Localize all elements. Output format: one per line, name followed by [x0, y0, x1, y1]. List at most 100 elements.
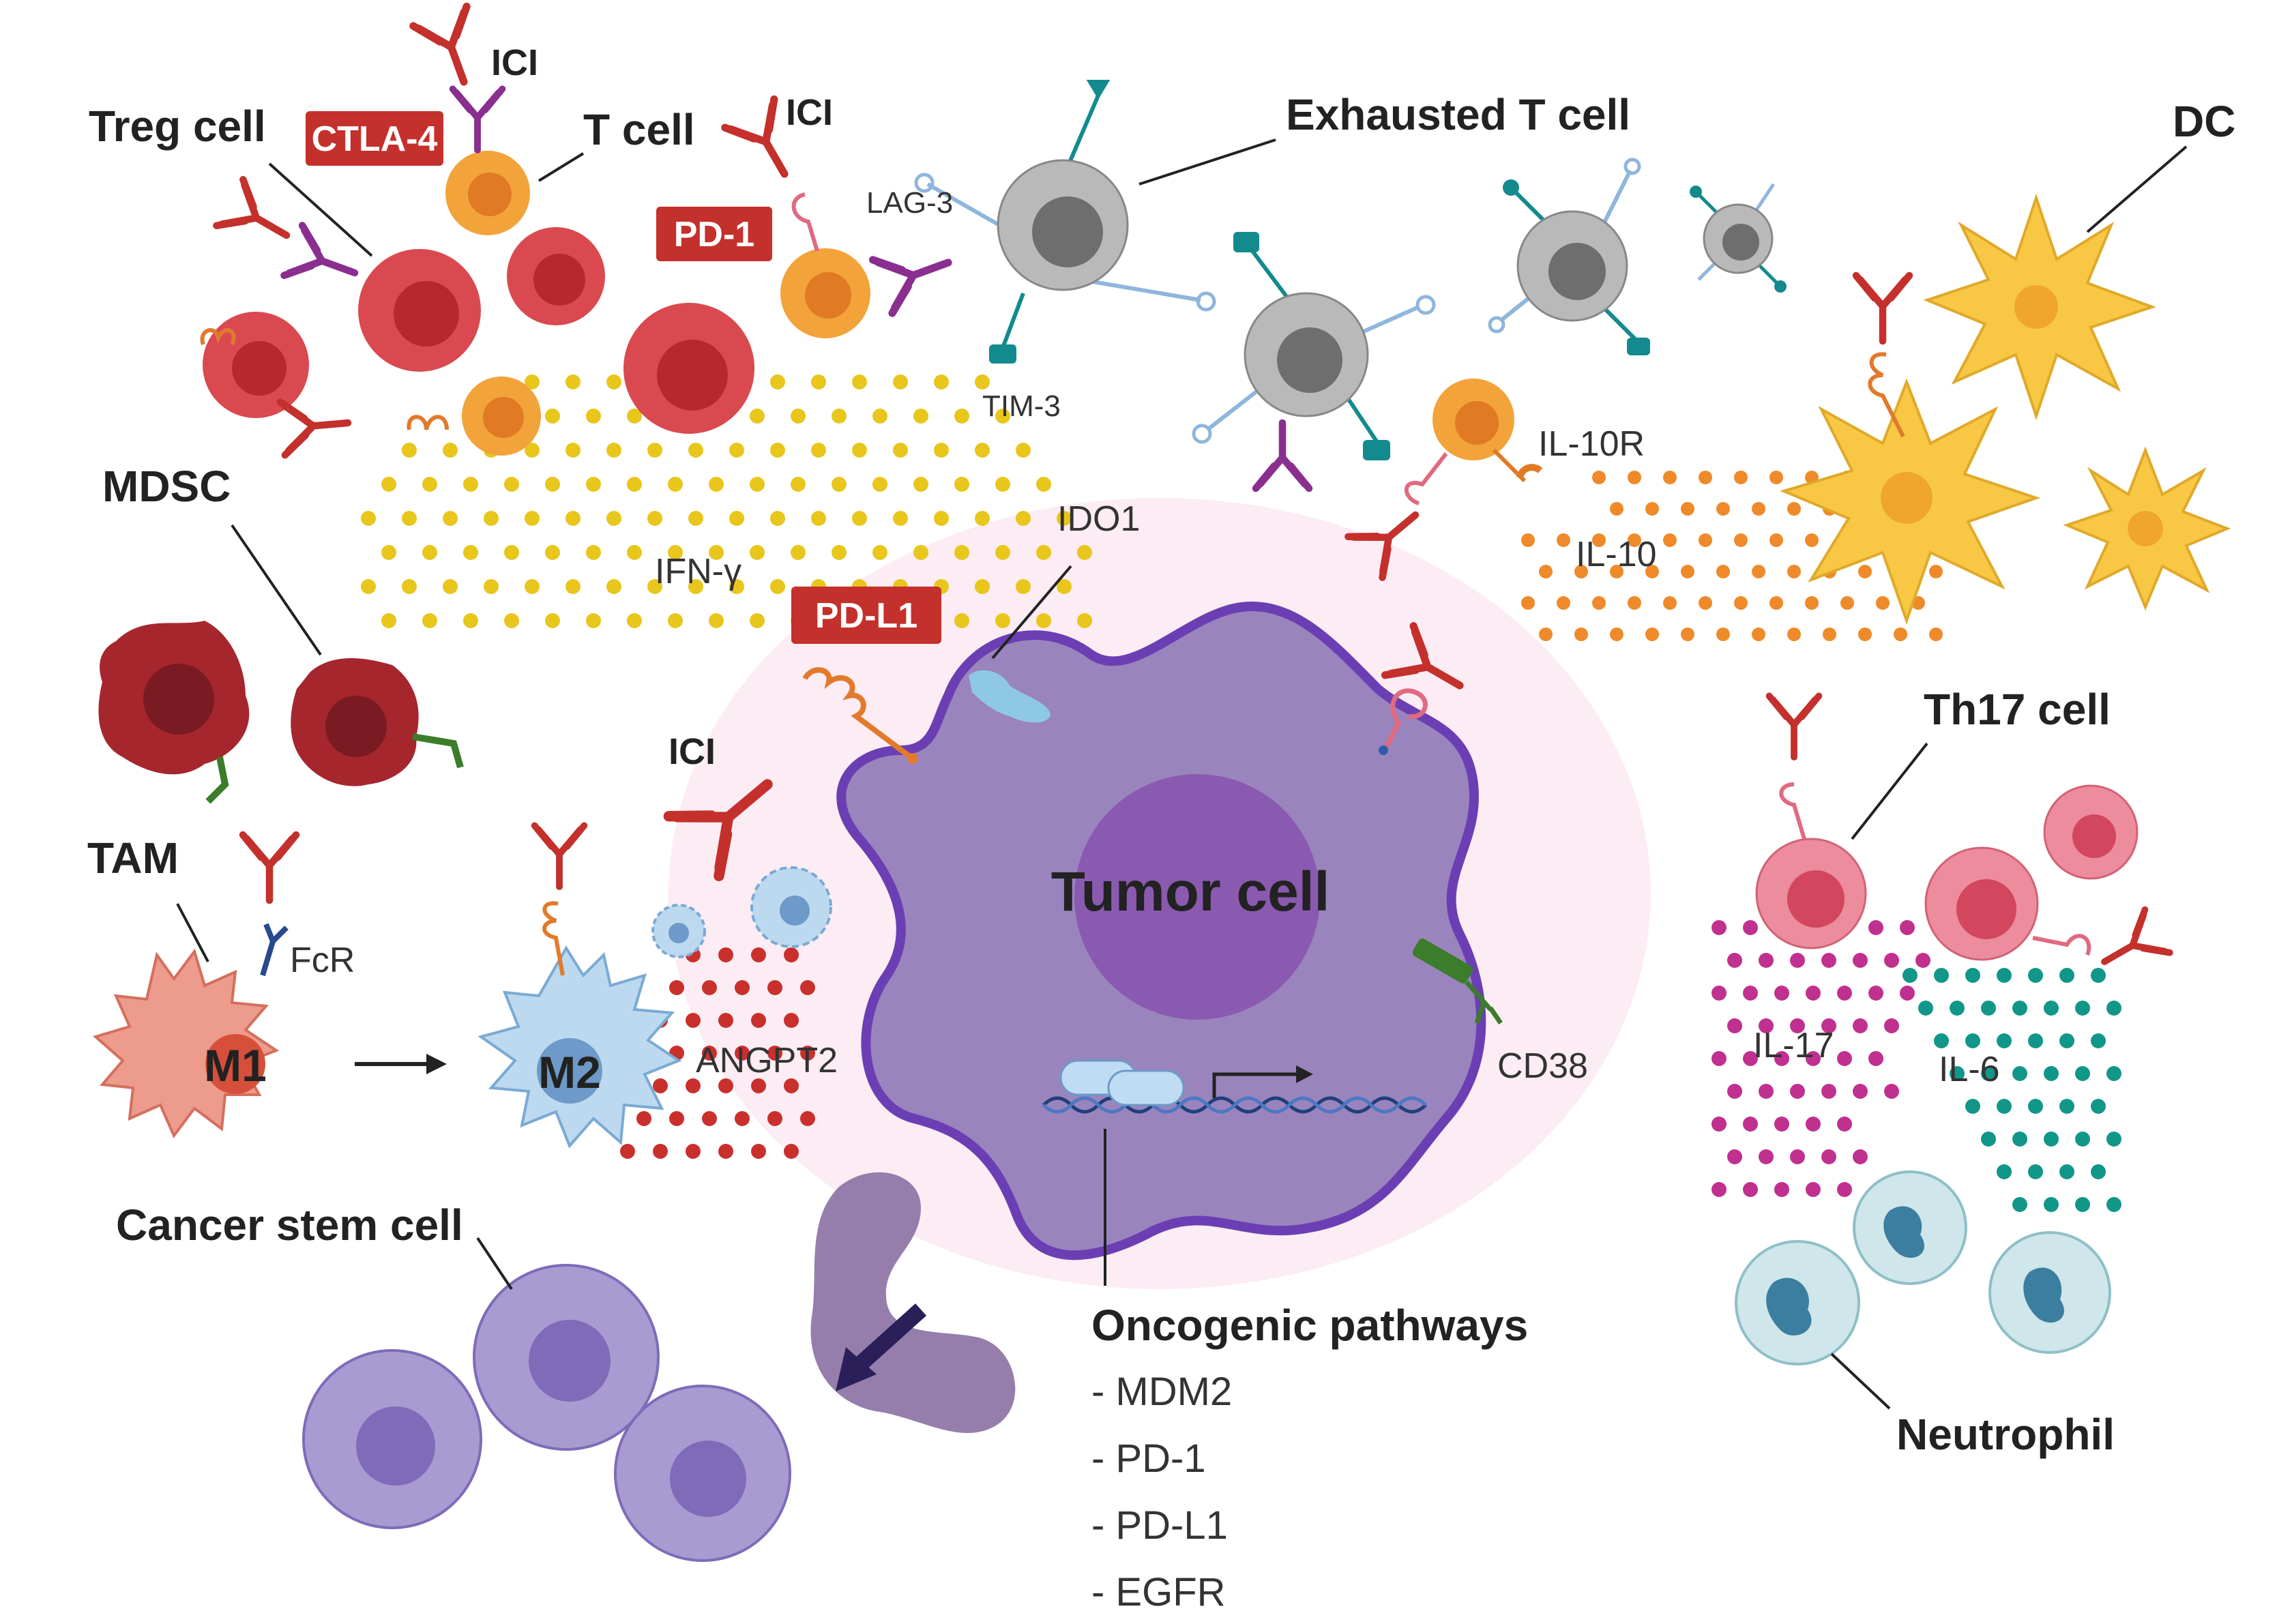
- pd1-receptor-icon: [1404, 452, 1448, 505]
- oncogenic-pathway-item: - EGFR: [1091, 1570, 1226, 1614]
- cytokine-dot: [620, 1144, 635, 1159]
- ici-antibody-icon: [243, 835, 296, 900]
- cytokine-dot: [1929, 628, 1943, 641]
- cancer-stem-cell-label: Cancer stem cell: [116, 1200, 463, 1250]
- cytokine-dot: [784, 947, 799, 962]
- cytokine-dot: [1853, 953, 1868, 968]
- mdsc-cell: [98, 621, 250, 775]
- pdl1-receptor-icon: [802, 667, 913, 760]
- cytokine-dot: [1539, 628, 1553, 641]
- cytokine-dot: [1077, 613, 1092, 628]
- cytokine-dot: [718, 947, 733, 962]
- cytokine-dot: [934, 374, 949, 389]
- angpt2-label: ANGPT2: [696, 1041, 838, 1080]
- cytokine-dot: [995, 409, 1010, 424]
- th17-cell: [1755, 838, 1867, 949]
- cytokine-dot: [1853, 1084, 1868, 1099]
- cytokine-dot: [361, 511, 376, 526]
- cytokine-dot: [1610, 502, 1624, 516]
- cytokine-dot: [811, 443, 826, 458]
- cytokine-dot: [784, 1144, 799, 1159]
- differentiation-arrow: [847, 1303, 927, 1377]
- cytokine-dot: [975, 579, 990, 594]
- cytokine-dot: [545, 409, 560, 424]
- cytokine-dot: [1681, 628, 1694, 641]
- cytokine-dot: [709, 477, 724, 492]
- pdl1-label: PD-L1: [815, 596, 917, 636]
- cytokine-dot: [1759, 953, 1774, 968]
- cytokine-dot: [811, 374, 826, 389]
- ido1-label: IDO1: [1057, 499, 1140, 539]
- cytokine-dot: [2028, 1033, 2043, 1048]
- cytokine-dot: [1711, 1051, 1727, 1066]
- cytokine-dot: [545, 545, 560, 560]
- cytokine-dot: [1950, 1066, 1965, 1081]
- cytokine-dot: [1805, 596, 1819, 610]
- cytokine-dot: [463, 613, 478, 628]
- cytokine-dot: [934, 443, 949, 458]
- cytokine-dot: [1727, 1084, 1742, 1099]
- ici-antibody-icon: [535, 825, 585, 887]
- cytokine-dot: [1821, 953, 1836, 968]
- cytokine-dot: [750, 613, 765, 628]
- cytokine-dot: [686, 1078, 701, 1093]
- cytokine-dot: [770, 374, 785, 389]
- cytokine-dot: [1574, 565, 1588, 578]
- fcr-receptor-icon: [260, 923, 289, 977]
- neutrophil: [1988, 1231, 2111, 1354]
- cytokine-dot: [718, 1013, 733, 1028]
- cytokine-dot: [1699, 596, 1712, 610]
- cytokine-dot: [750, 477, 765, 492]
- exhausted-leader: [1138, 138, 1276, 186]
- cytokine-dot: [1057, 511, 1072, 526]
- cytokine-dot: [709, 613, 724, 628]
- il10r-label: IL-10R: [1538, 424, 1645, 464]
- cytokine-dot: [627, 409, 642, 424]
- cytokine-dot: [1557, 596, 1570, 610]
- cytokine-dot: [422, 545, 437, 560]
- cytokine-dot: [872, 477, 887, 492]
- mdsc-receptor-icon: [205, 733, 464, 804]
- cytokine-dot: [1521, 533, 1535, 547]
- cytokine-dot: [702, 1111, 717, 1126]
- cytokine-dot: [800, 1046, 815, 1061]
- cytokine-dot: [1902, 968, 1918, 983]
- cytokine-dot: [770, 443, 785, 458]
- stem-cell-leader: [476, 1237, 513, 1290]
- red-immune-cell: [623, 303, 754, 434]
- cytokine-dot: [852, 511, 867, 526]
- transcription-arrow-icon: [1212, 1072, 1296, 1098]
- cytokine-dot: [1628, 471, 1641, 484]
- ctla4-tag: CTLA-4: [306, 111, 443, 166]
- cytokine-dot: [1663, 533, 1677, 547]
- cytokine-dot: [361, 579, 376, 594]
- cytokine-dot: [1981, 1066, 1996, 1081]
- cytokine-dot: [1806, 1182, 1821, 1197]
- cytokine-dot: [2106, 1197, 2121, 1212]
- cytokine-dot: [800, 980, 815, 995]
- pd1-receptor-icon: [542, 901, 565, 976]
- cytokine-dot: [1823, 628, 1836, 641]
- cytokine-dot: [1699, 471, 1712, 484]
- cytokine-dot: [443, 443, 458, 458]
- ido1-leader: [991, 565, 1072, 660]
- cytokine-dot: [1769, 596, 1783, 610]
- cytokine-dot: [1790, 1018, 1805, 1033]
- neutrophil: [1735, 1240, 1860, 1365]
- cytokine-dot: [525, 511, 540, 526]
- cytokine-dot: [565, 511, 581, 526]
- ici-antibody-icon: [1856, 276, 1909, 341]
- cytokine-dot: [463, 477, 478, 492]
- cytokine-dot: [751, 947, 766, 962]
- cytokine-dot: [995, 613, 1010, 628]
- tam-label: TAM: [87, 833, 179, 883]
- oncogenic-pathway-item: - PD-1: [1091, 1436, 1206, 1481]
- cytokine-dot: [463, 545, 478, 560]
- cytokine-dot: [525, 374, 540, 389]
- mdsc-leader: [231, 524, 322, 656]
- cytokine-dot: [1645, 565, 1659, 578]
- cytokine-dot: [443, 579, 458, 594]
- cytokine-dot: [729, 443, 744, 458]
- small-macrophage-icon: [651, 866, 832, 958]
